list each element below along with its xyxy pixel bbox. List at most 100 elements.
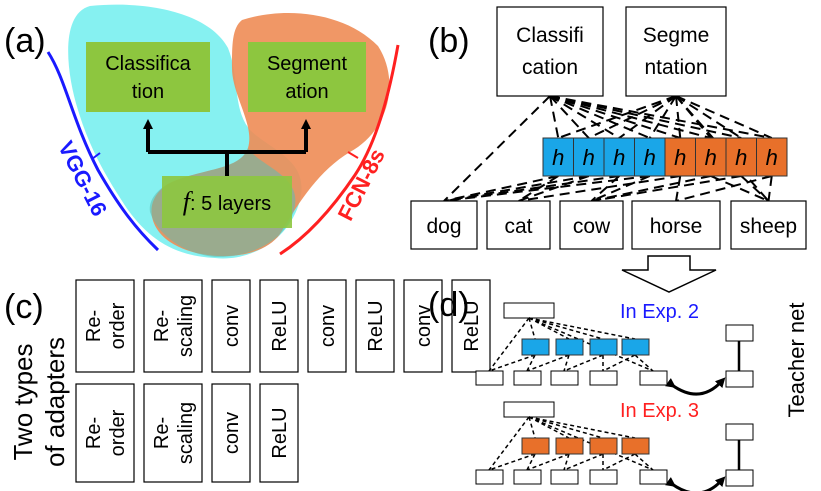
teacher-bottom-box [725,469,754,487]
shared-layers-label: f: 5 layers [183,187,271,216]
classification-line2: tion [132,81,164,103]
task-h-link [588,95,677,139]
distill-arrow [665,377,726,396]
mini-dashed-link [528,317,536,340]
adapter-label: conv [221,412,243,454]
mini-class-box [475,469,504,485]
adapter-box [211,279,251,373]
mini-h-cell [555,338,584,356]
adapter-label: ReLU [269,407,291,458]
distill-arrow [665,476,726,491]
h-class-link [443,175,650,202]
class-box-horse [631,200,721,250]
mini-dashed-link [528,317,570,340]
task-classification-line1: Classifi [516,24,584,47]
h-cell-label: h [583,145,595,170]
class-box-cow [559,200,624,250]
adapter-box [75,383,135,483]
mini-task-box [503,302,555,319]
mini-dashed-link [602,354,636,372]
exp3-label: In Exp. 3 [620,400,699,422]
task-h-link [618,95,677,139]
task-segmentation-line1: Segme [643,24,710,47]
panel-b-connections [443,95,773,202]
adapter-box [75,279,135,373]
h-cell-label: h [674,145,686,170]
task-segmentation-line2: ntation [644,56,707,79]
h-cell [664,137,696,177]
h-cell [542,137,574,177]
h-cell [695,137,727,177]
h-class-link [518,175,681,202]
class-label: dog [426,215,461,238]
task-h-link [549,95,651,139]
h-class-link [710,175,769,202]
adapter-label: Re- [151,417,173,449]
adapter-label: ReLU [461,300,483,351]
h-cell-label: h [735,145,747,170]
teacher-bottom-box [725,370,754,388]
adapter-label: ReLU [269,300,291,351]
class-box-dog [410,200,478,250]
h-cell-label: h [613,145,625,170]
classification-line1: Classifica [105,53,191,75]
mini-dashed-link [563,354,604,372]
adapter-box [259,279,299,373]
shared-layers-box [162,176,292,228]
mini-dashed-link [634,453,654,471]
mini-task-box [503,401,555,418]
h-class-link [443,175,559,202]
class-label: cat [504,215,532,238]
mini-dashed-link [563,354,570,372]
task-h-link [675,95,742,139]
mini-dashed-link [528,416,536,439]
mini-class-box [550,370,579,386]
task-h-link [557,95,677,139]
adapter-label: conv [317,305,339,347]
adapter-label: scaling [175,295,197,357]
adapter-box [211,383,251,483]
adapter-label: Re- [83,310,105,342]
branch-connector [148,150,306,176]
exp3-network [475,401,754,491]
adapter-label: order [107,409,129,456]
h-class-link [675,175,773,202]
task-h-link [675,95,682,139]
h-cell-label: h [552,145,564,170]
vgg-bracket [46,51,160,252]
class-box-cat [486,200,551,250]
task-h-link [675,95,773,139]
adapter-label: scaling [175,402,197,464]
mini-class-box [639,370,668,386]
mini-class-box [589,370,618,386]
adapter-label: Re- [151,310,173,342]
task-h-link [549,95,560,139]
teacher-top-box [725,423,754,441]
mini-dashed-link [526,354,536,372]
h-class-link [740,175,770,202]
mini-h-cell [521,338,550,356]
mini-dashed-link [488,453,536,471]
mini-dashed-link [526,453,570,471]
mini-class-box [550,469,579,485]
mini-dashed-link [488,354,536,372]
h-cell-label: h [705,145,717,170]
adapter-label: Re- [83,417,105,449]
mini-h-cell [621,338,650,356]
task-box-segmentation [625,6,727,97]
adapters-side-line1: Two types [8,343,38,460]
teacher-top-box [725,324,754,342]
segmentation-line2: ation [285,81,328,103]
panel-a-label: (a) [4,22,46,60]
task-classification-line2: cation [522,56,578,79]
h-cell [725,137,757,177]
adapter-label: ReLU [365,300,387,351]
task-h-link [549,95,590,139]
h-class-link [675,175,682,202]
h-class-link [767,175,773,202]
mini-h-cell [621,437,650,455]
task-h-link [648,95,677,139]
